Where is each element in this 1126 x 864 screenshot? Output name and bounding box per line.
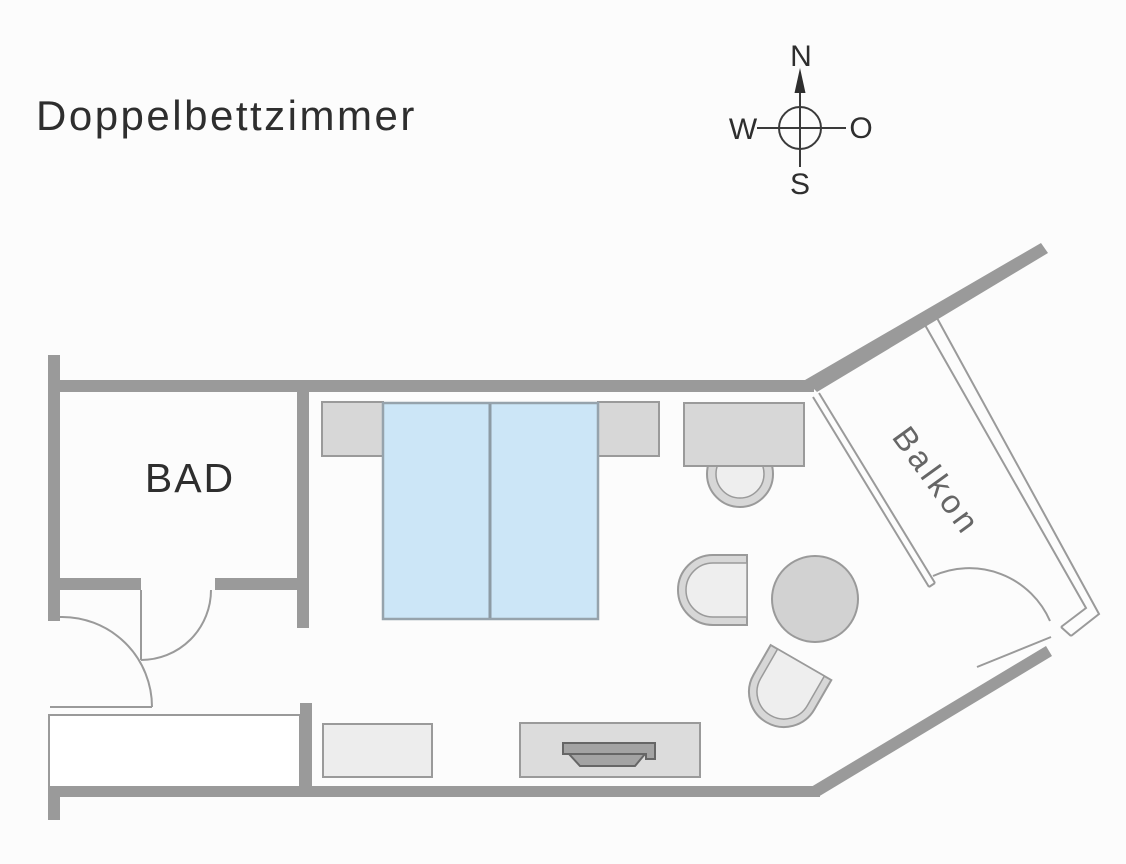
- wall-bathroom-right: [297, 383, 309, 628]
- balcony-rail-inner-line-1: [812, 396, 930, 588]
- doors: [50, 567, 1052, 708]
- page-title: Doppelbettzimmer: [36, 92, 417, 139]
- balcony-rail-inner-line-2: [818, 392, 936, 584]
- bathroom-label: BAD: [145, 455, 235, 501]
- balcony-door-swing-arc: [932, 567, 1051, 622]
- round-table: [771, 555, 859, 643]
- nightstand-right: [597, 401, 660, 457]
- furniture: [48, 401, 859, 788]
- balcony-rail-outer-line-1: [924, 324, 1088, 628]
- balcony-rail-inner-endcap: [928, 582, 936, 588]
- wall-entry-stub: [48, 786, 60, 820]
- tv-screen: [562, 742, 656, 760]
- compass-west-label: W: [729, 113, 758, 146]
- north-arrow-icon: [794, 68, 806, 93]
- balcony-door-leaf: [976, 636, 1052, 668]
- wardrobe: [48, 714, 301, 788]
- armchair-2: [748, 643, 833, 728]
- compass-rose: N W O S: [729, 40, 873, 201]
- walls: [48, 243, 1052, 820]
- balcony-rail-outer-endcap: [1060, 626, 1072, 637]
- wall-left: [48, 355, 60, 621]
- wall-diagonal-bottom: [811, 646, 1052, 797]
- entry-door-swing-arc: [59, 615, 153, 708]
- wall-bottom: [48, 786, 820, 797]
- desk: [683, 402, 805, 467]
- compass-east-label: O: [849, 112, 872, 145]
- compass-circle: [778, 106, 822, 150]
- armchair-1: [677, 554, 748, 626]
- compass-south-label: S: [790, 168, 810, 201]
- wall-diagonal-top: [805, 243, 1048, 392]
- compass-north-label: N: [790, 40, 812, 73]
- balcony-label: Balkon: [885, 419, 988, 542]
- armchair-2-seat: [756, 648, 826, 720]
- nightstand-left: [321, 401, 384, 457]
- balcony-railings: [812, 317, 1101, 637]
- balcony-rail-outer-line-2: [936, 317, 1101, 637]
- bench: [322, 723, 433, 778]
- wall-bathroom-bottom-right: [215, 578, 309, 590]
- tv-stand: [566, 753, 648, 767]
- wall-divider-stub: [300, 703, 312, 791]
- armchair-1-seat: [685, 562, 748, 618]
- bathroom-door-swing-arc: [140, 589, 212, 661]
- wall-bathroom-bottom-left: [48, 578, 141, 590]
- wall-top: [48, 380, 814, 392]
